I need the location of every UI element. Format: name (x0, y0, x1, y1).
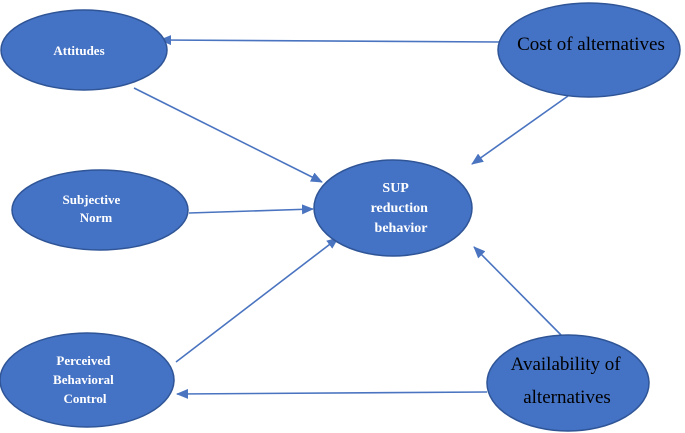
node-subjective-norm: Subjective Norm (11, 169, 189, 251)
subjective-norm-label-line-1: Subjective (62, 192, 120, 207)
edges-layer (133, 35, 569, 399)
sup-label-line-1: SUP (382, 181, 409, 196)
availability-label-line-2: alternatives (523, 387, 611, 408)
perceived-control-label-line-3: Control (63, 391, 106, 406)
sup-label-line-3: behavior (375, 221, 428, 236)
attitudes-label-line-1: Attitudes (53, 43, 104, 58)
perceived-control-label-line-2: Behavioral (53, 372, 114, 387)
perceived-behavioral-control-label: Perceived Behavioral Control (53, 353, 117, 406)
subjective-norm-label: Subjective Norm (62, 192, 123, 225)
attitudes-label: Attitudes (53, 43, 104, 58)
node-availability-of-alternatives: Availability of alternatives (486, 334, 650, 432)
availability-label-line-1: Availability of (511, 354, 622, 375)
node-cost-of-alternatives: Cost of alternatives (497, 2, 681, 98)
cost-label-line-1: Cost of alternatives (517, 34, 665, 55)
subjective-norm-label-line-2: Norm (80, 210, 113, 225)
edge-perceived-control-to-sup (175, 237, 339, 363)
availability-of-alternatives-label: Availability of alternatives (511, 354, 626, 408)
sup-label-line-2: reduction (371, 201, 429, 216)
edge-attitudes-to-sup (133, 87, 323, 183)
edge-cost-to-sup (471, 95, 569, 165)
edge-availability-to-perceived-control (176, 388, 488, 399)
node-perceived-behavioral-control: Perceived Behavioral Control (0, 332, 175, 428)
node-attitudes: Attitudes (0, 9, 168, 91)
sup-reduction-behavior-label: SUP reduction behavior (371, 181, 432, 236)
cost-of-alternatives-label: Cost of alternatives (517, 34, 665, 55)
node-sup-reduction-behavior: SUP reduction behavior (313, 159, 473, 257)
perceived-control-label-line-1: Perceived (56, 353, 111, 368)
edge-cost-to-attitudes (159, 35, 501, 46)
edge-availability-to-sup (473, 246, 566, 340)
edge-subjective-norm-to-sup (188, 204, 314, 215)
